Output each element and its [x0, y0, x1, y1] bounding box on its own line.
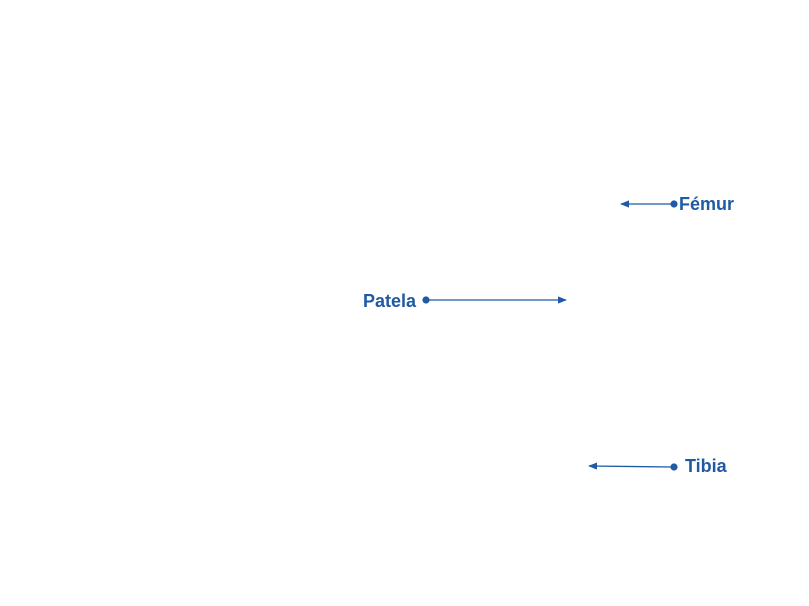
- callout-femur: Fémur: [620, 194, 734, 214]
- femur-label: Fémur: [679, 194, 734, 214]
- femur-anchor-dot: [670, 200, 678, 208]
- tibia-anchor-dot: [670, 463, 678, 471]
- callout-tibia: Tibia: [588, 456, 728, 476]
- tibia-label: Tibia: [685, 456, 728, 476]
- patela-label: Patela: [363, 291, 417, 311]
- tibia-leader-line: [588, 462, 674, 470]
- patela-anchor-dot: [422, 296, 430, 304]
- callout-patela: Patela: [363, 291, 567, 311]
